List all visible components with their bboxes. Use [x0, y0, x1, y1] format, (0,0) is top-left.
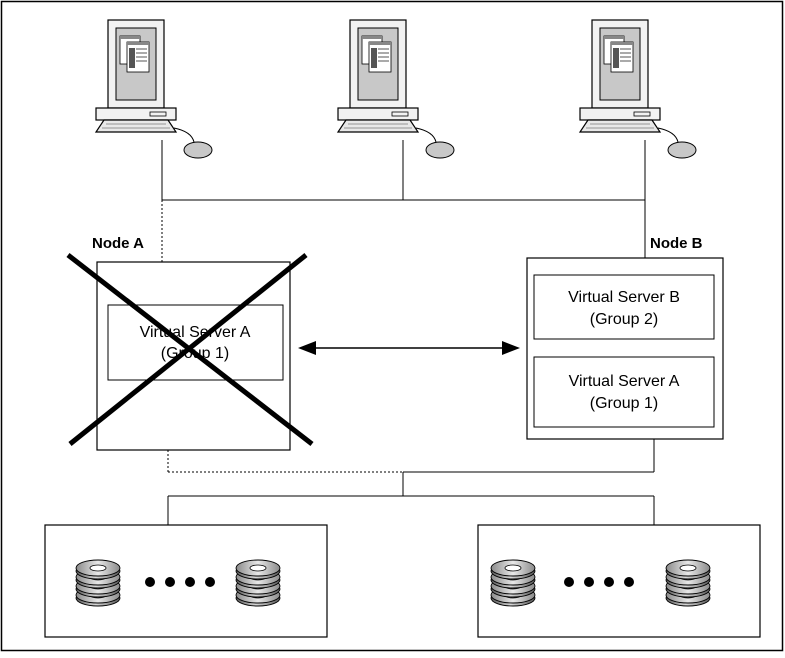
storage-network [167, 439, 655, 525]
arrow-right-icon [502, 341, 520, 355]
storage-array-1 [44, 524, 328, 638]
disk-stack-icon [236, 560, 280, 606]
ellipsis-dots-icon [145, 577, 215, 587]
node-b: Virtual Server B (Group 2) Virtual Serve… [526, 257, 724, 440]
node-b-vs-a-group: (Group 1) [590, 395, 658, 412]
node-b-vs-b-name: Virtual Server B [568, 289, 680, 306]
failover-arrow [298, 341, 520, 355]
disk-stack-icon [76, 560, 120, 606]
disk-stack-icon [666, 560, 710, 606]
node-b-vs-b-box [533, 274, 715, 340]
client-network [161, 140, 646, 258]
node-b-vs-b-group: (Group 2) [590, 311, 658, 328]
storage-array-2 [477, 524, 761, 638]
disk-stack-icon [491, 560, 535, 606]
arrow-left-icon [298, 341, 316, 355]
node-b-vs-a-box [533, 356, 715, 428]
failure-cross-icon [66, 253, 314, 446]
node-b-label: Node B [650, 235, 703, 252]
node-a-label: Node A [92, 235, 144, 252]
node-a: Virtual Server A (Group 1) [66, 253, 314, 451]
ellipsis-dots-icon [564, 577, 634, 587]
node-a-vs-name: Virtual Server A [140, 324, 251, 341]
node-b-vs-a-name: Virtual Server A [569, 373, 680, 390]
